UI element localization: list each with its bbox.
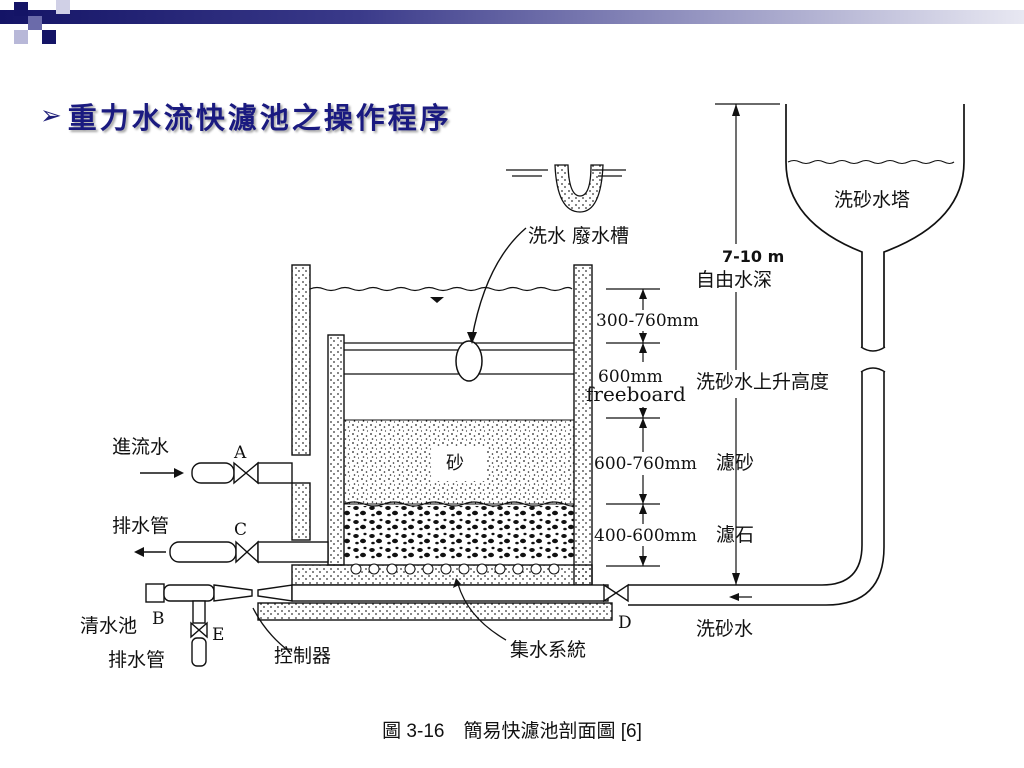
- label-dim3: 600-760mm: [594, 454, 697, 474]
- collector-leader: [457, 583, 507, 641]
- right-outer-wall: [573, 264, 593, 586]
- header-square: [56, 0, 70, 14]
- label-valve-c: C: [234, 520, 247, 540]
- water-surface: [309, 286, 573, 292]
- label-sand: 砂: [446, 453, 464, 474]
- label-valve-b: B: [152, 609, 165, 629]
- label-free-depth: 自由水深: [696, 269, 772, 291]
- left-outer-wall: [291, 264, 311, 456]
- wash-trough-icon: [506, 164, 626, 213]
- header-square: [42, 30, 56, 44]
- slide-title: ➢ 重力水流快濾池之操作程序: [40, 94, 452, 138]
- label-dim1: 300-760mm: [596, 311, 699, 331]
- header-banner-bar: [0, 10, 1024, 24]
- label-clear-well: 清水池: [80, 615, 137, 637]
- drain-pipe-c: [134, 540, 329, 564]
- label-valve-a: A: [233, 443, 247, 463]
- controller-leader: [252, 607, 291, 653]
- header-square: [14, 2, 28, 16]
- label-tower: 洗砂水塔: [834, 189, 910, 211]
- left-outer-wall-lower: [291, 482, 311, 541]
- label-filter-sand: 濾砂: [716, 452, 754, 474]
- label-inflow: 進流水: [112, 436, 169, 458]
- bottom-slab: [257, 602, 613, 621]
- label-filter-stone: 濾石: [716, 524, 754, 546]
- label-height: 7-10 m: [722, 247, 784, 266]
- slide-title-text: 重力水流快濾池之操作程序: [67, 101, 452, 135]
- dimension-arrowheads: [639, 104, 740, 585]
- label-drain2: 排水管: [108, 649, 165, 671]
- label-wash-trough: 洗水 廢水槽: [528, 225, 629, 247]
- inner-wall: [327, 334, 345, 566]
- valve-d-icon: [603, 583, 629, 603]
- figure-caption: 圖 3-16 簡易快濾池剖面圖 [6]: [382, 721, 642, 742]
- label-dim4: 400-600mm: [594, 526, 697, 546]
- label-rise: 洗砂水上升高度: [696, 371, 829, 393]
- label-freeboard: freeboard: [586, 382, 686, 406]
- water-level-icon: [430, 297, 444, 303]
- header-square: [28, 16, 42, 30]
- header-square: [14, 30, 28, 44]
- underdrain-blocks: [350, 563, 560, 575]
- label-dim2: 600mm: [598, 367, 663, 387]
- label-valve-e: E: [212, 625, 224, 645]
- arrow-bullet-icon: ➢: [40, 101, 62, 131]
- label-drain: 排水管: [112, 515, 169, 537]
- wash-trough-section: [455, 340, 483, 382]
- label-controller: 控制器: [274, 645, 331, 667]
- wash-tower: [785, 104, 965, 352]
- pointer-line: [471, 227, 527, 339]
- label-wash-water: 洗砂水: [696, 618, 753, 640]
- sand-layer: [343, 419, 575, 505]
- clear-water-pipe-b: [145, 583, 609, 667]
- dimension-lines: [606, 103, 780, 585]
- label-collector: 集水系統: [510, 639, 586, 661]
- wash-supply-pipe: [628, 367, 886, 606]
- label-valve-d: D: [618, 613, 632, 633]
- gravel-layer: [344, 506, 574, 560]
- inlet-pipe-a: [140, 461, 293, 485]
